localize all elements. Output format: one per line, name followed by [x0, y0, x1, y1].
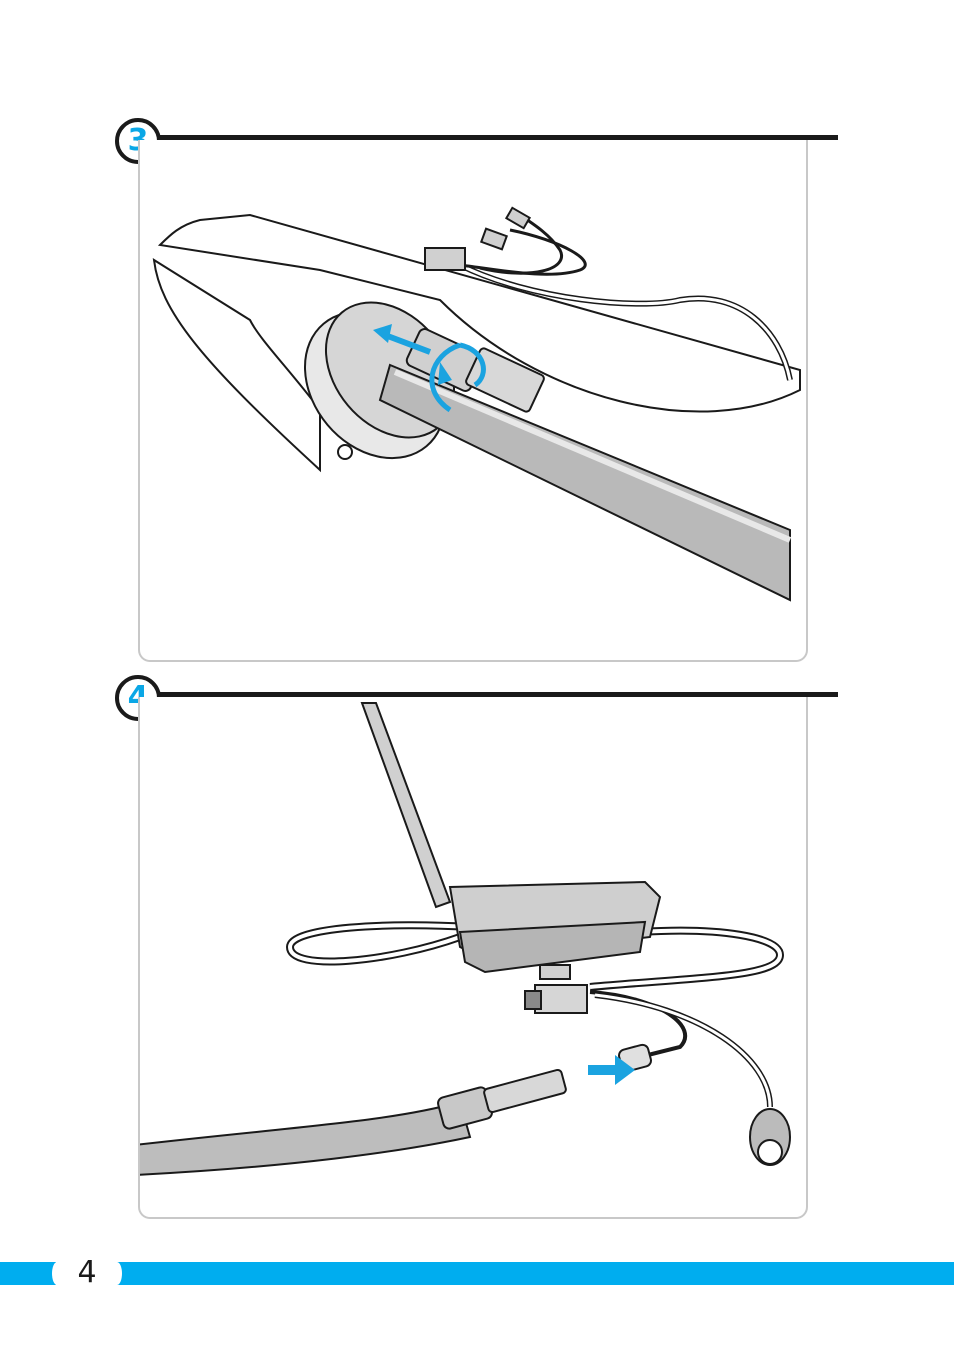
footer-accent-bar-right	[116, 1262, 954, 1285]
step-4-illustration	[140, 697, 806, 1217]
step-4-illustration-panel	[138, 697, 808, 1219]
footer-bar-cap-right	[112, 1262, 122, 1285]
step-3-illustration-panel	[138, 140, 808, 662]
footer-bar-cap-left	[52, 1262, 62, 1285]
footer-accent-bar-left	[0, 1262, 56, 1285]
page-number: 4	[62, 1254, 112, 1292]
step-3-illustration	[140, 140, 806, 660]
